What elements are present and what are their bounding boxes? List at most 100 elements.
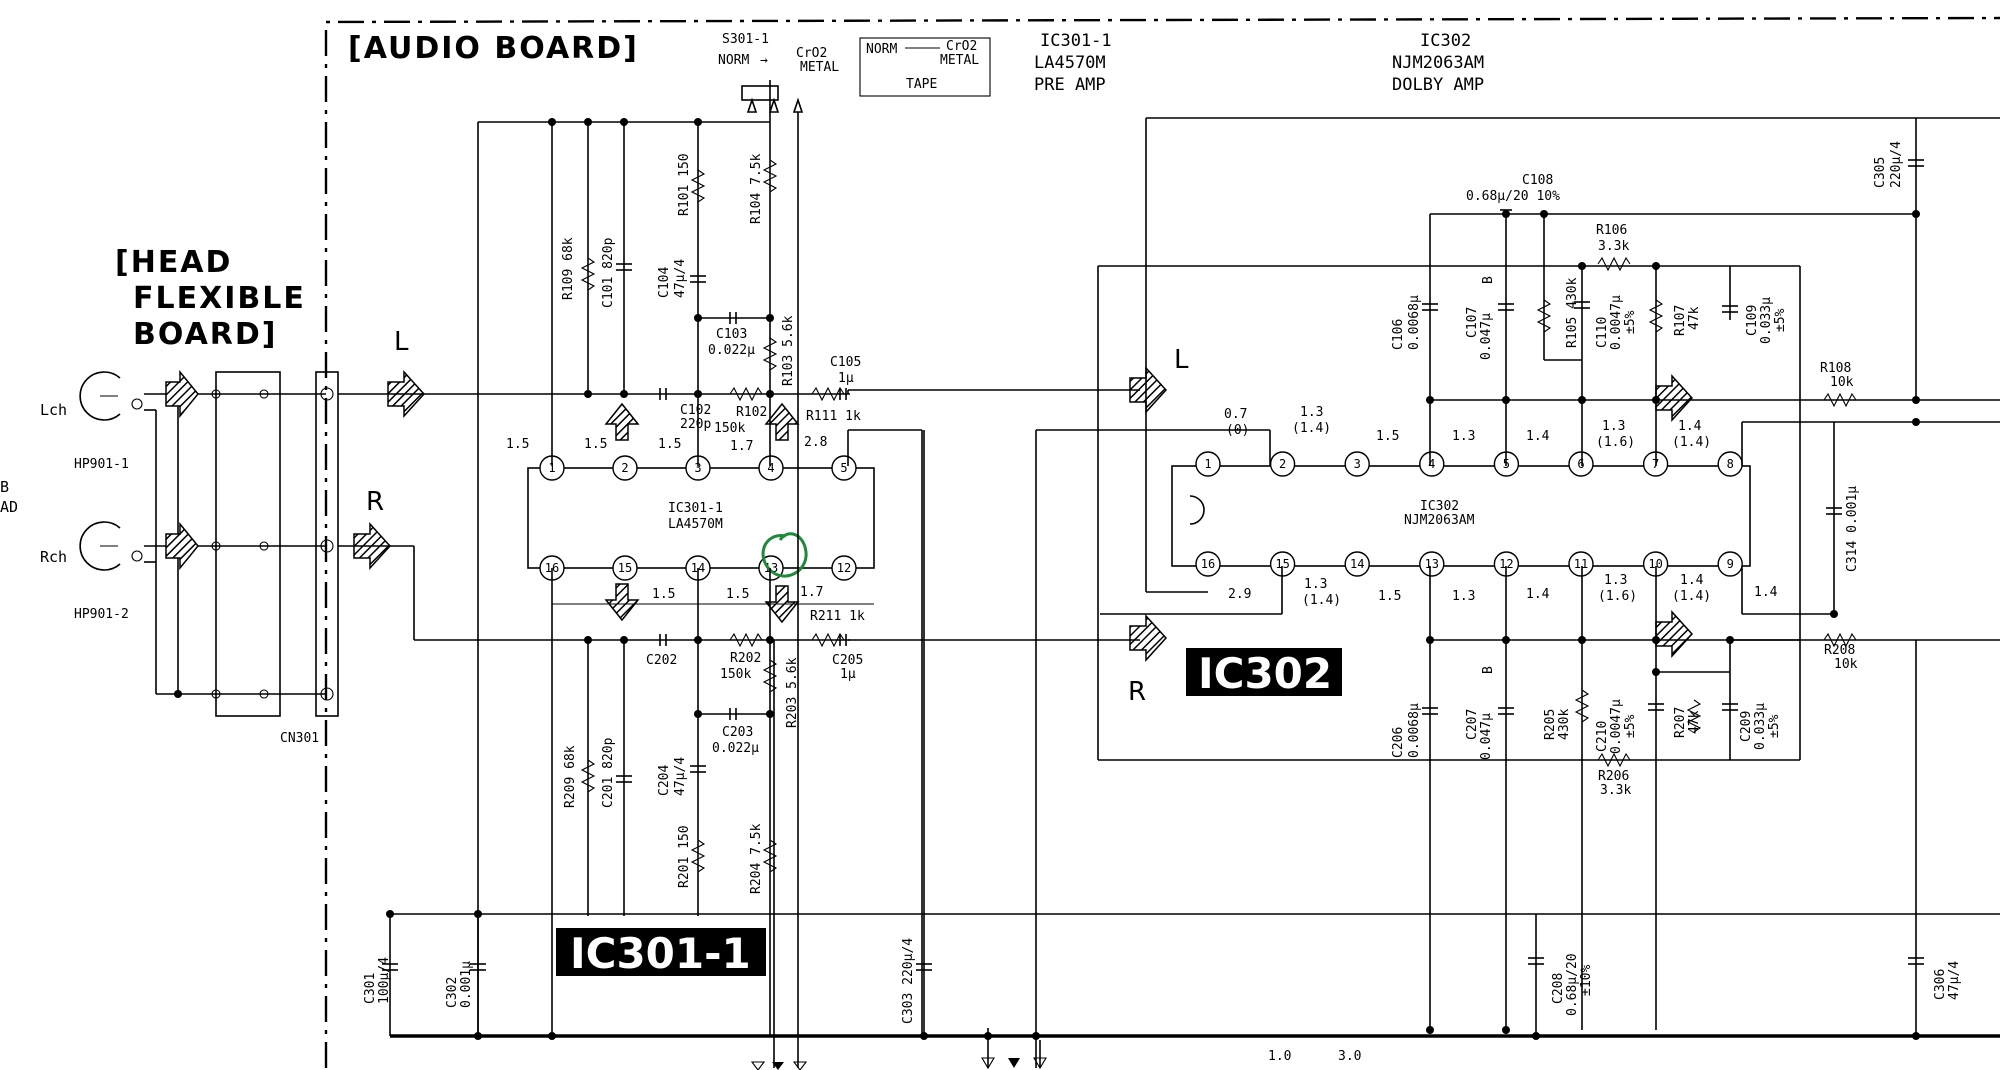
audio-board-outline	[324, 16, 2000, 1068]
ic301-pin-4: 4	[758, 455, 784, 481]
svg-text:12: 12	[837, 561, 851, 575]
svg-text:1.4: 1.4	[1680, 573, 1704, 588]
ic301-top-labels: R109 68k C101 820p C104 47μ/4 R101 150 R…	[561, 153, 861, 436]
svg-text:C206: C206	[1391, 727, 1406, 758]
svg-text:(1.6): (1.6)	[1598, 589, 1637, 604]
svg-text:BOARD]: BOARD]	[133, 317, 278, 352]
svg-text:IC301-1: IC301-1	[570, 929, 751, 978]
svg-text:NJM2063AM: NJM2063AM	[1392, 53, 1484, 73]
ic302-bottom-network	[1100, 566, 2000, 1030]
svg-text:R109 68k: R109 68k	[561, 237, 576, 300]
ic301-pin-15: 15	[612, 555, 638, 581]
svg-text:0.68μ/20 10%: 0.68μ/20 10%	[1466, 189, 1560, 204]
svg-text:R105 430k: R105 430k	[1565, 277, 1580, 348]
svg-text:9: 9	[1727, 557, 1734, 571]
svg-text:C207: C207	[1465, 709, 1480, 740]
svg-text:R108: R108	[1820, 361, 1851, 376]
svg-text:15: 15	[618, 561, 632, 575]
svg-text:±5%: ±5%	[1623, 714, 1638, 738]
ic302-title: IC302 NJM2063AM DOLBY AMP	[1392, 31, 1484, 95]
svg-text:±5%: ±5%	[1623, 310, 1638, 334]
svg-text:R104 7.5k: R104 7.5k	[749, 153, 764, 224]
channel-label-r-ic302: R	[1128, 677, 1146, 707]
svg-text:C108: C108	[1522, 173, 1553, 188]
ic301-pin-2: 2	[612, 455, 638, 481]
annotation-circle	[761, 532, 808, 578]
svg-text:2.9: 2.9	[1228, 587, 1251, 602]
svg-text:220μ/4: 220μ/4	[1889, 141, 1904, 188]
svg-text:1.4: 1.4	[1526, 429, 1550, 444]
svg-text:3.0: 3.0	[1338, 1049, 1361, 1064]
ic301-bottom-network	[551, 568, 874, 1068]
svg-text:1.7: 1.7	[800, 585, 823, 600]
svg-text:1.3: 1.3	[1304, 577, 1327, 592]
ic302-pin-9: 9	[1717, 551, 1743, 577]
svg-text:0.033μ: 0.033μ	[1759, 297, 1774, 344]
svg-text:16: 16	[1201, 557, 1215, 571]
power-rails	[382, 430, 2000, 1070]
svg-text:1.3: 1.3	[1604, 573, 1627, 588]
svg-text:1.3: 1.3	[1602, 419, 1625, 434]
ic302-bottom-labels: C206 0.0068μ C207 0.047μ R205 430k C210 …	[1391, 486, 1860, 798]
svg-text:4: 4	[767, 461, 774, 475]
svg-text:1.3: 1.3	[1452, 429, 1475, 444]
ic302-pin-14: 14	[1344, 551, 1370, 577]
svg-text:C101 820p: C101 820p	[601, 237, 616, 308]
ic301-badge: IC301-1	[556, 928, 766, 978]
svg-text:(1.4): (1.4)	[1672, 435, 1711, 450]
svg-text:0.022μ: 0.022μ	[708, 343, 755, 358]
svg-text:150k: 150k	[714, 421, 745, 436]
svg-text:C302: C302	[445, 977, 460, 1008]
svg-text:C208: C208	[1551, 973, 1566, 1004]
svg-text:R203 5.6k: R203 5.6k	[785, 657, 800, 728]
svg-text:C303 220μ/4: C303 220μ/4	[901, 938, 916, 1024]
svg-text:3.3k: 3.3k	[1600, 783, 1631, 798]
svg-text:C107: C107	[1465, 307, 1480, 338]
svg-text:2.8: 2.8	[804, 435, 827, 450]
ic302-top-voltages: 0.7 (0) 1.3 (1.4) 1.5 1.3 1.4 1.3 (1.6) …	[1224, 405, 1711, 450]
ic301-bottom-labels: C202 R202 150k R211 1k C205 1μ R203 5.6k…	[563, 609, 865, 894]
edge-fragment-ad: AD	[0, 498, 18, 516]
svg-text:47μ/4: 47μ/4	[673, 259, 688, 298]
svg-text:1.5: 1.5	[652, 587, 675, 602]
svg-text:R111 1k: R111 1k	[806, 409, 861, 424]
svg-text:(1.6): (1.6)	[1596, 435, 1635, 450]
svg-text:PRE AMP: PRE AMP	[1034, 75, 1106, 95]
svg-text:NJM2063AM: NJM2063AM	[1404, 513, 1475, 528]
svg-text:(1.4): (1.4)	[1292, 421, 1331, 436]
svg-text:R102: R102	[736, 405, 767, 420]
ic302-pin-1: 1	[1195, 451, 1221, 477]
svg-text:C104: C104	[657, 267, 672, 298]
ic302-pin-10: 10	[1642, 551, 1669, 577]
svg-text:R206: R206	[1598, 769, 1629, 784]
svg-text:0.001μ: 0.001μ	[459, 961, 474, 1008]
svg-text:METAL: METAL	[800, 60, 839, 75]
svg-text:2: 2	[621, 461, 628, 475]
svg-text:6: 6	[1577, 457, 1584, 471]
ic301-bottom-voltages: 1.5 1.5 1.7	[652, 585, 823, 602]
svg-text:C210: C210	[1595, 721, 1610, 752]
svg-text:C305: C305	[1873, 157, 1888, 188]
svg-text:FLEXIBLE: FLEXIBLE	[133, 281, 306, 316]
svg-text:LA4570M: LA4570M	[1034, 53, 1106, 73]
svg-text:10k: 10k	[1834, 657, 1858, 672]
head-hp901-1: Lch HP901-1	[40, 371, 143, 472]
svg-text:0.0068μ: 0.0068μ	[1407, 295, 1422, 350]
svg-text:DOLBY AMP: DOLBY AMP	[1392, 75, 1484, 95]
ic302-pin-11: 11	[1568, 551, 1594, 577]
svg-text:Lch: Lch	[40, 401, 67, 419]
svg-text:0.68μ/20: 0.68μ/20	[1565, 953, 1580, 1016]
svg-text:[HEAD: [HEAD	[115, 245, 232, 280]
channel-label-l: L	[394, 327, 409, 357]
svg-text:B: B	[1481, 276, 1496, 284]
svg-text:1.7: 1.7	[730, 439, 753, 454]
svg-text:±10%: ±10%	[1579, 965, 1594, 996]
svg-text:12: 12	[1499, 557, 1513, 571]
audio-board-label: [AUDIO BOARD]	[348, 31, 639, 66]
svg-text:10k: 10k	[1830, 375, 1854, 390]
svg-text:B: B	[1481, 666, 1496, 674]
svg-text:0.022μ: 0.022μ	[712, 741, 759, 756]
svg-text:HP901-2: HP901-2	[74, 607, 129, 622]
